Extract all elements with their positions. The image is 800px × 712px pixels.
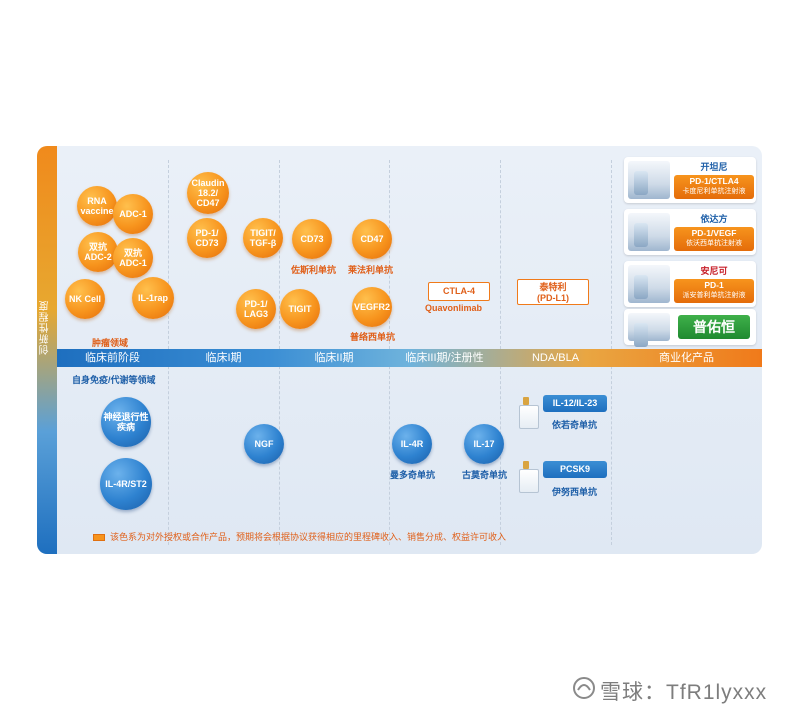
il17-drug-label: 古莫奇单抗 xyxy=(462,470,508,480)
bubble-il4r-st2: IL-4R/ST2 xyxy=(100,458,152,510)
il4r-drug-label: 曼多奇单抗 xyxy=(390,470,436,480)
stage-bar xyxy=(57,349,762,367)
bubble-bsadc-2: 双抗 ADC-2 xyxy=(78,232,118,272)
stage-commercial: 商业化产品 xyxy=(659,352,714,364)
product-logo: 安尼可 xyxy=(700,266,728,276)
product-target: PD-1 xyxy=(704,280,724,290)
il12-il23-box: IL-12/IL-23 xyxy=(543,395,607,412)
bubble-cd47: CD47 xyxy=(352,219,392,259)
il12-il23-drug-label: 依若奇单抗 xyxy=(552,420,598,430)
product-package-image xyxy=(628,265,670,303)
product-card-1: 开坦尼 PD-1/CTLA4 卡度尼利单抗注射液 xyxy=(624,157,756,203)
bubble-il17: IL-17 xyxy=(464,424,504,464)
bubble-pd1-lag3: PD-1/ LAG3 xyxy=(236,289,276,329)
bubble-neurodegenerative: 神经退行性 疾病 xyxy=(101,397,151,447)
watermark-brand: 雪球： xyxy=(600,681,666,704)
product-card-2: 依达方 PD-1/VEGF 依沃西单抗注射液 xyxy=(624,209,756,255)
watermark-user: TfR1lyxxx xyxy=(666,681,768,704)
product-package-image xyxy=(628,213,670,251)
pdl1-box: 泰特利 (PD-L1) xyxy=(517,279,589,305)
stage-nda-bla: NDA/BLA xyxy=(531,352,580,364)
bubble-tigit-tgfb: TIGIT/ TGF-β xyxy=(243,218,283,258)
product-target: PD-1/CTLA4 xyxy=(689,176,739,186)
autoimmune-area-label: 自身免疫/代谢等领域 xyxy=(72,375,156,385)
bubble-ngf: NGF xyxy=(244,424,284,464)
tumor-area-label: 肿瘤领域 xyxy=(92,338,129,348)
product-package-image xyxy=(628,313,670,347)
legend-text: 该色系为对外授权或合作产品，预期将会根据协议获得相应的里程碑收入、销售分成、权益… xyxy=(110,532,507,542)
stage-preclinical: 临床前阶段 xyxy=(85,352,140,364)
product-badge: PD-1 派安普利单抗注射液 xyxy=(674,279,754,303)
product-badge: PD-1/VEGF 依沃西单抗注射液 xyxy=(674,227,754,251)
bubble-pd1-cd73: PD-1/ CD73 xyxy=(187,218,227,258)
legend-swatch xyxy=(93,534,105,541)
snowball-icon xyxy=(573,677,595,699)
watermark-text: 雪球：TfR1lyxxx xyxy=(600,676,767,706)
product-name: 依沃西单抗注射液 xyxy=(686,240,742,247)
stage-phase-1: 临床I期 xyxy=(205,352,242,364)
product-name: 派安普利单抗注射液 xyxy=(682,292,746,299)
bubble-rna-vaccine: RNA vaccine xyxy=(77,186,117,226)
product-card-4: 普佑恒 xyxy=(624,309,756,347)
product-package-image xyxy=(628,161,670,199)
vial-image xyxy=(519,397,541,429)
ctla4-drug-label: Quavonlimab xyxy=(425,303,483,313)
bubble-cd73: CD73 xyxy=(292,219,332,259)
bubble-nk-cell: NK Cell xyxy=(65,279,105,319)
product-logo: 开坦尼 xyxy=(700,162,728,172)
cd47-drug-label: 莱法利单抗 xyxy=(348,265,394,275)
cd73-drug-label: 佐斯利单抗 xyxy=(291,265,337,275)
bubble-vegfr2: VEGFR2 xyxy=(352,287,392,327)
innovation-axis-label: 创新性程度 xyxy=(40,300,51,355)
bubble-bsadc-1: 双抗 ADC-1 xyxy=(113,238,153,278)
product-card-3: 安尼可 PD-1 派安普利单抗注射液 xyxy=(624,261,756,307)
stage-phase-3: 临床III期/注册性 xyxy=(405,352,484,364)
vegfr2-drug-label: 普络西单抗 xyxy=(350,332,396,342)
pcsk9-drug-label: 伊努西单抗 xyxy=(552,487,598,497)
pcsk9-box: PCSK9 xyxy=(543,461,607,478)
product-badge: PD-1/CTLA4 卡度尼利单抗注射液 xyxy=(674,175,754,199)
innovation-axis xyxy=(37,146,57,554)
syringe-image xyxy=(519,461,541,493)
bubble-il4r: IL-4R xyxy=(392,424,432,464)
bubble-claudin-cd47: Claudin 18.2/ CD47 xyxy=(187,172,229,214)
product-logo: 依达方 xyxy=(700,214,728,224)
bubble-il-1rap: IL-1rap xyxy=(132,277,174,319)
product-target: PD-1/VEGF xyxy=(691,228,737,238)
product-name: 卡度尼利单抗注射液 xyxy=(682,188,746,195)
bubble-adc-1: ADC-1 xyxy=(113,194,153,234)
ctla4-box: CTLA-4 xyxy=(428,282,490,301)
product-logo: 普佑恒 xyxy=(678,315,750,339)
stage-phase-2: 临床II期 xyxy=(314,352,354,364)
bubble-tigit: TIGIT xyxy=(280,289,320,329)
